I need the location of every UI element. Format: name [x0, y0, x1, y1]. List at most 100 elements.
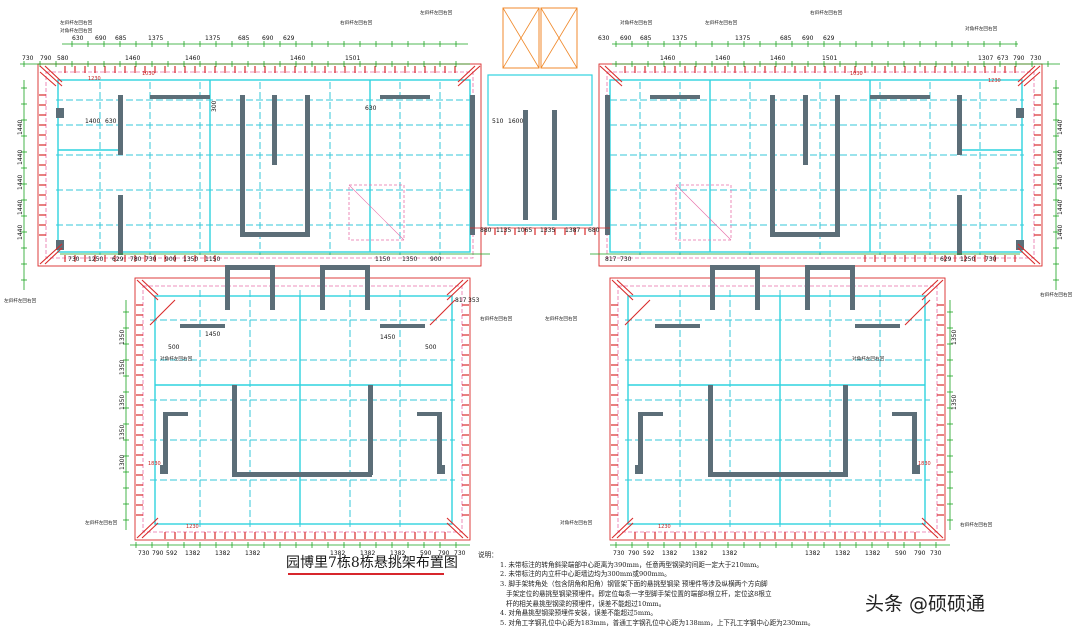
dim-labels-bottom-right: 730 790 592 1382 1382 1382 1382 1382 138… [613, 550, 942, 557]
dim-label: 690 [262, 35, 274, 42]
dim-label: 730 [985, 256, 997, 263]
dim-label: 790 [152, 550, 164, 557]
callout: 左斜杆左回右回 [545, 315, 578, 322]
dim-label: 1450 [380, 334, 395, 341]
dim-label: 790 [1013, 55, 1025, 62]
bracket-label: 1230 [186, 524, 199, 530]
dim-label: 1382 [245, 550, 260, 557]
bracket-label: 1230 [88, 76, 101, 82]
dim-label: 1387 [565, 227, 580, 234]
dim-labels-core: 1400 630 300 630 510 1600 880 1135 1065 … [85, 100, 600, 351]
bracket-label: 1030 [850, 71, 863, 77]
dim-label: 730 [68, 256, 80, 263]
dim-label: 1450 [205, 331, 220, 338]
dim-label: 1375 [205, 35, 220, 42]
bracket-label: 1230 [988, 78, 1001, 84]
dimension-lines [20, 43, 1060, 546]
dim-label: 1350 [951, 330, 958, 345]
dim-label: 1350 [119, 360, 126, 375]
dim-label: 730 [613, 550, 625, 557]
dim-label: 629 [940, 256, 952, 263]
dim-label: 1350 [119, 425, 126, 440]
note-item: 3. 脚手架转角处（包含阴角和阳角）钢管架下面的悬挑型钢梁 预埋件等涉及纵横两个… [500, 580, 768, 589]
dim-label: 730 [138, 550, 150, 557]
callout: 右斜杆左回右回 [810, 9, 843, 16]
bracket-label: 1230 [658, 524, 671, 530]
dim-label: 730 [1030, 55, 1042, 62]
dim-label: 690 [620, 35, 632, 42]
dim-label: 1350 [119, 330, 126, 345]
callout: 右斜杆左回右回 [340, 19, 373, 26]
dim-label: 1375 [148, 35, 163, 42]
dim-label: 1460 [185, 55, 200, 62]
dim-label: 1350 [951, 395, 958, 410]
dim-label: 1307 [978, 55, 993, 62]
bracket-labels: 1230 1030 1030 1830 1830 1230 1230 1230 [88, 71, 1001, 530]
dim-label: 300 [211, 100, 218, 112]
title-block: 园博里7栋8栋悬挑架布置图 [286, 552, 458, 576]
dim-label: 1250 [88, 256, 103, 263]
dim-label: 790 [628, 550, 640, 557]
dim-label: 1382 [865, 550, 880, 557]
dim-label: 730 [22, 55, 34, 62]
callout: 左斜杆左回右回 [420, 9, 453, 16]
dim-label: 900 [430, 256, 442, 263]
callout: 对角杆左回右回 [560, 519, 593, 526]
dim-label: 1440 [17, 120, 24, 135]
note-item: 5. 对角工字钢孔位中心距为183mm，普通工字钢孔位中心距为138mm，上下孔… [500, 618, 815, 627]
dim-label: 580 [57, 55, 69, 62]
dim-label: 1382 [215, 550, 230, 557]
dim-label: 680 [588, 227, 600, 234]
dim-label: 1501 [345, 55, 360, 62]
dim-label: 630 [598, 35, 610, 42]
dim-label: 1382 [330, 550, 345, 557]
dim-label: 1460 [290, 55, 305, 62]
dim-label: 1350 [119, 395, 126, 410]
dim-labels-top-right: 630 690 685 1375 1375 685 690 629 1460 1… [598, 35, 1042, 62]
dim-label: 629 [283, 35, 295, 42]
dim-label: 1375 [672, 35, 687, 42]
left-lower-building [134, 265, 471, 541]
dim-label: 510 [492, 118, 504, 125]
dim-labels-right-side: 1440 1440 1440 1440 1440 [1057, 120, 1064, 240]
dim-label: 790 [438, 550, 450, 557]
dim-label: 1150 [205, 256, 220, 263]
dim-label: 790 [914, 550, 926, 557]
dim-label: 780 [130, 256, 142, 263]
dim-label: 690 [802, 35, 814, 42]
dim-label: 1065 [517, 227, 532, 234]
dimension-ticks [20, 41, 1060, 548]
dim-label: 1350 [183, 256, 198, 263]
dim-labels-top-left: 630 690 685 1375 1375 685 690 629 730 79… [22, 35, 360, 62]
callout: 右斜杆左回右回 [1040, 291, 1073, 298]
callout: 对角杆左回右回 [160, 355, 193, 362]
bracket-label: 1830 [148, 461, 161, 467]
dim-label: 1440 [1057, 200, 1064, 215]
dim-label: 730 [930, 550, 942, 557]
dim-label: 1400 [85, 118, 100, 125]
dim-labels-bottom-left: 730 790 592 1382 1382 1382 1382 1382 138… [138, 550, 466, 557]
dim-label: 1335 [540, 227, 555, 234]
dim-label: 630 [72, 35, 84, 42]
dim-label: 1440 [1057, 150, 1064, 165]
dim-label: 1460 [660, 55, 675, 62]
note-item: 手架定位的悬挑型钢梁预埋件。即定位每条一字型脚手架位置的端部8根立杆，定位这8根… [506, 589, 772, 598]
dim-label: 592 [643, 550, 655, 557]
dim-label: 1440 [1057, 175, 1064, 190]
dim-label: 730 [145, 256, 157, 263]
dim-label: 685 [780, 35, 792, 42]
dim-label: 1250 [960, 256, 975, 263]
bracket-label: 1830 [918, 461, 931, 467]
dim-labels-left-side: 1440 1440 1440 1440 1440 [17, 120, 24, 240]
note-item: 2. 未带标注的内立杆中心距墙边均为300mm或900mm。 [500, 570, 671, 579]
callout: 对角杆左回右回 [965, 25, 998, 32]
dim-label: 1135 [496, 227, 511, 234]
right-upper-building [598, 63, 1043, 267]
dim-label: 353 [468, 297, 480, 304]
note-item: 4. 对角悬挑型钢梁预埋件安装，误差不能超过5mm。 [500, 609, 657, 618]
dim-label: 629 [823, 35, 835, 42]
dim-label: 1382 [692, 550, 707, 557]
callout: 左斜杆左回右回 [4, 297, 37, 304]
dim-label: 1382 [805, 550, 820, 557]
